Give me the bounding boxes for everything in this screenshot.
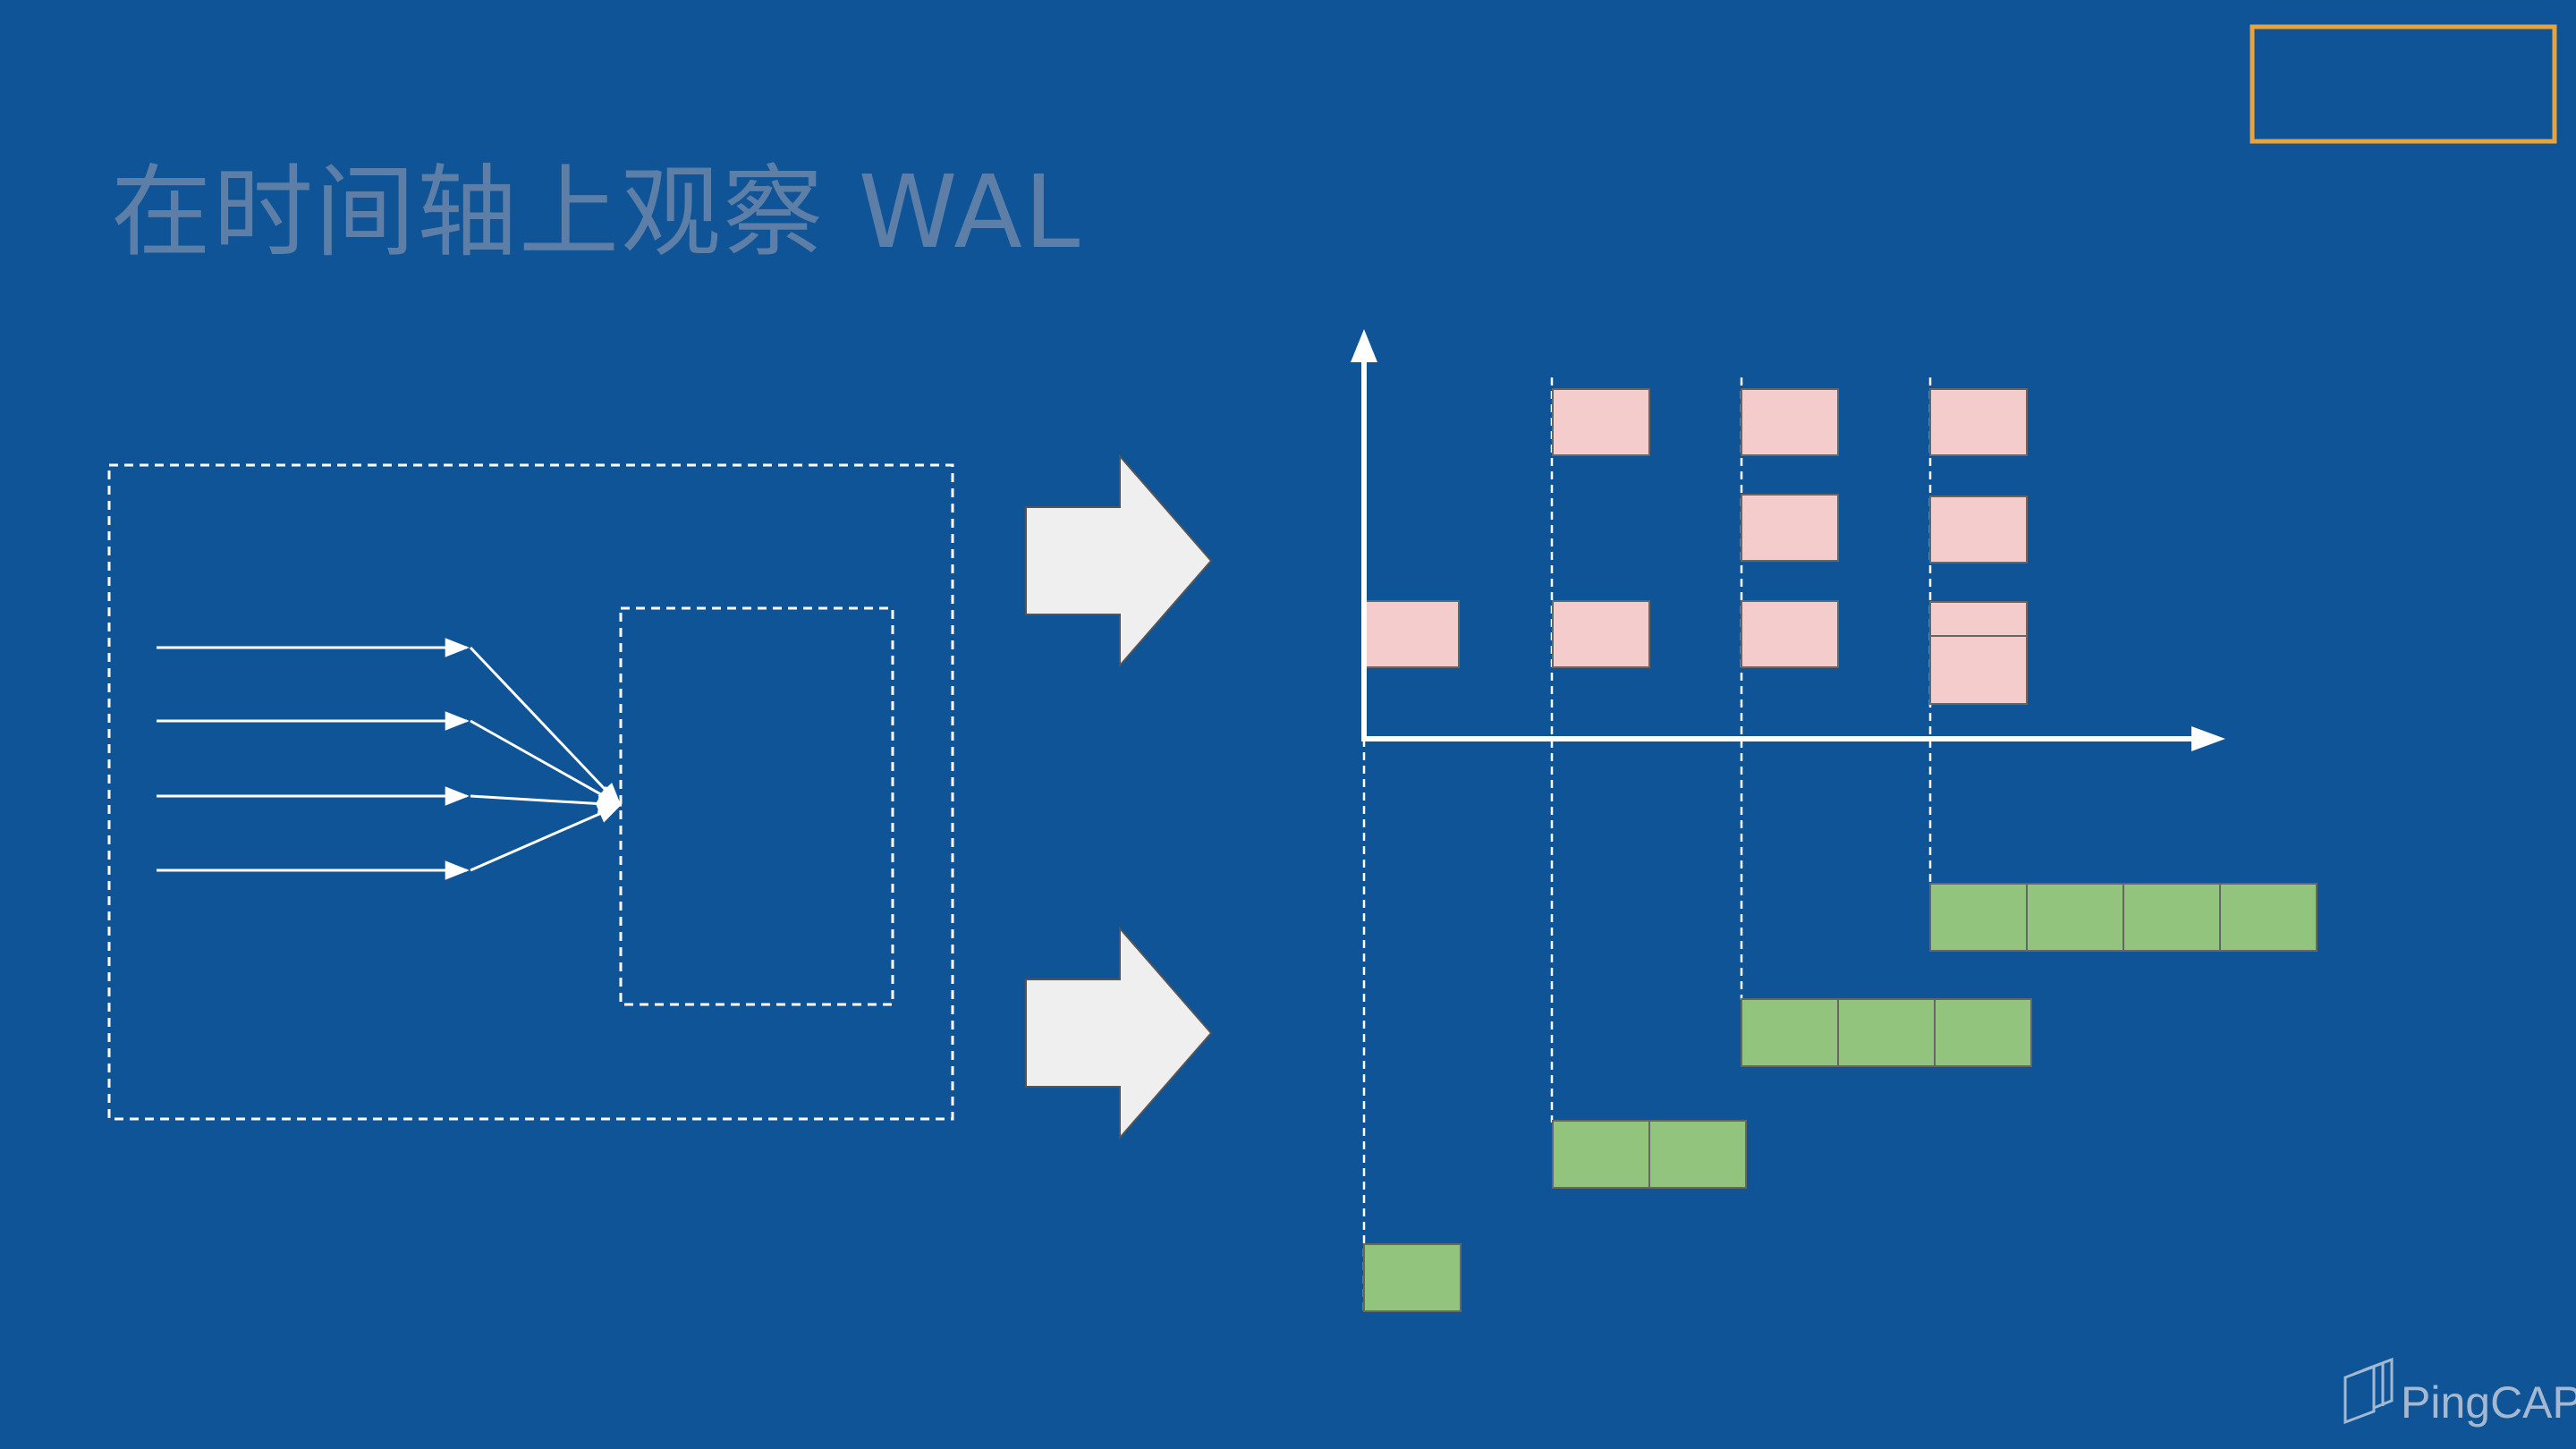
write-blocks bbox=[1362, 388, 2028, 705]
wal-block bbox=[1837, 998, 1936, 1067]
highlight-box bbox=[2250, 24, 2557, 144]
block-arrow-bottom bbox=[1025, 926, 1213, 1140]
x-axis-arrowhead bbox=[2191, 726, 2225, 751]
merge-arrow bbox=[469, 646, 622, 807]
write-block bbox=[1929, 496, 2028, 564]
pingcap-logo-icon bbox=[2343, 1357, 2394, 1425]
logo-text: PingCAP bbox=[2401, 1377, 2576, 1428]
wal-block bbox=[1552, 1120, 1650, 1189]
write-block bbox=[1929, 388, 2028, 456]
write-block bbox=[1552, 600, 1650, 668]
merge-arrow bbox=[470, 803, 623, 872]
write-block bbox=[1741, 600, 1839, 668]
timeline-axes bbox=[1351, 329, 2225, 751]
wal-block bbox=[2026, 883, 2124, 952]
write-block bbox=[1929, 601, 2028, 637]
inner-dashed-box bbox=[619, 606, 894, 1006]
write-block bbox=[1741, 388, 1839, 456]
write-block bbox=[1929, 635, 2028, 705]
wal-block bbox=[2219, 883, 2318, 952]
slide-title: 在时间轴上观察 WAL bbox=[111, 155, 1082, 271]
wal-block bbox=[1741, 998, 1839, 1067]
wal-block bbox=[1363, 1243, 1462, 1312]
timeline-guides bbox=[1362, 377, 1932, 1311]
wal-block bbox=[1934, 998, 2032, 1067]
write-block bbox=[1552, 388, 1650, 456]
wal-blocks bbox=[1363, 883, 2318, 1312]
merge-arrow bbox=[470, 719, 623, 807]
wal-block bbox=[1648, 1120, 1747, 1189]
outer-dashed-box bbox=[107, 463, 954, 1121]
wal-block bbox=[2123, 883, 2221, 952]
y-axis-arrowhead bbox=[1351, 329, 1377, 362]
write-block bbox=[1741, 494, 1839, 562]
write-block bbox=[1362, 600, 1460, 668]
left-panel bbox=[107, 463, 954, 1121]
block-arrow-top bbox=[1025, 453, 1213, 668]
wal-block bbox=[1929, 883, 2028, 952]
merge-arrow bbox=[470, 793, 623, 814]
